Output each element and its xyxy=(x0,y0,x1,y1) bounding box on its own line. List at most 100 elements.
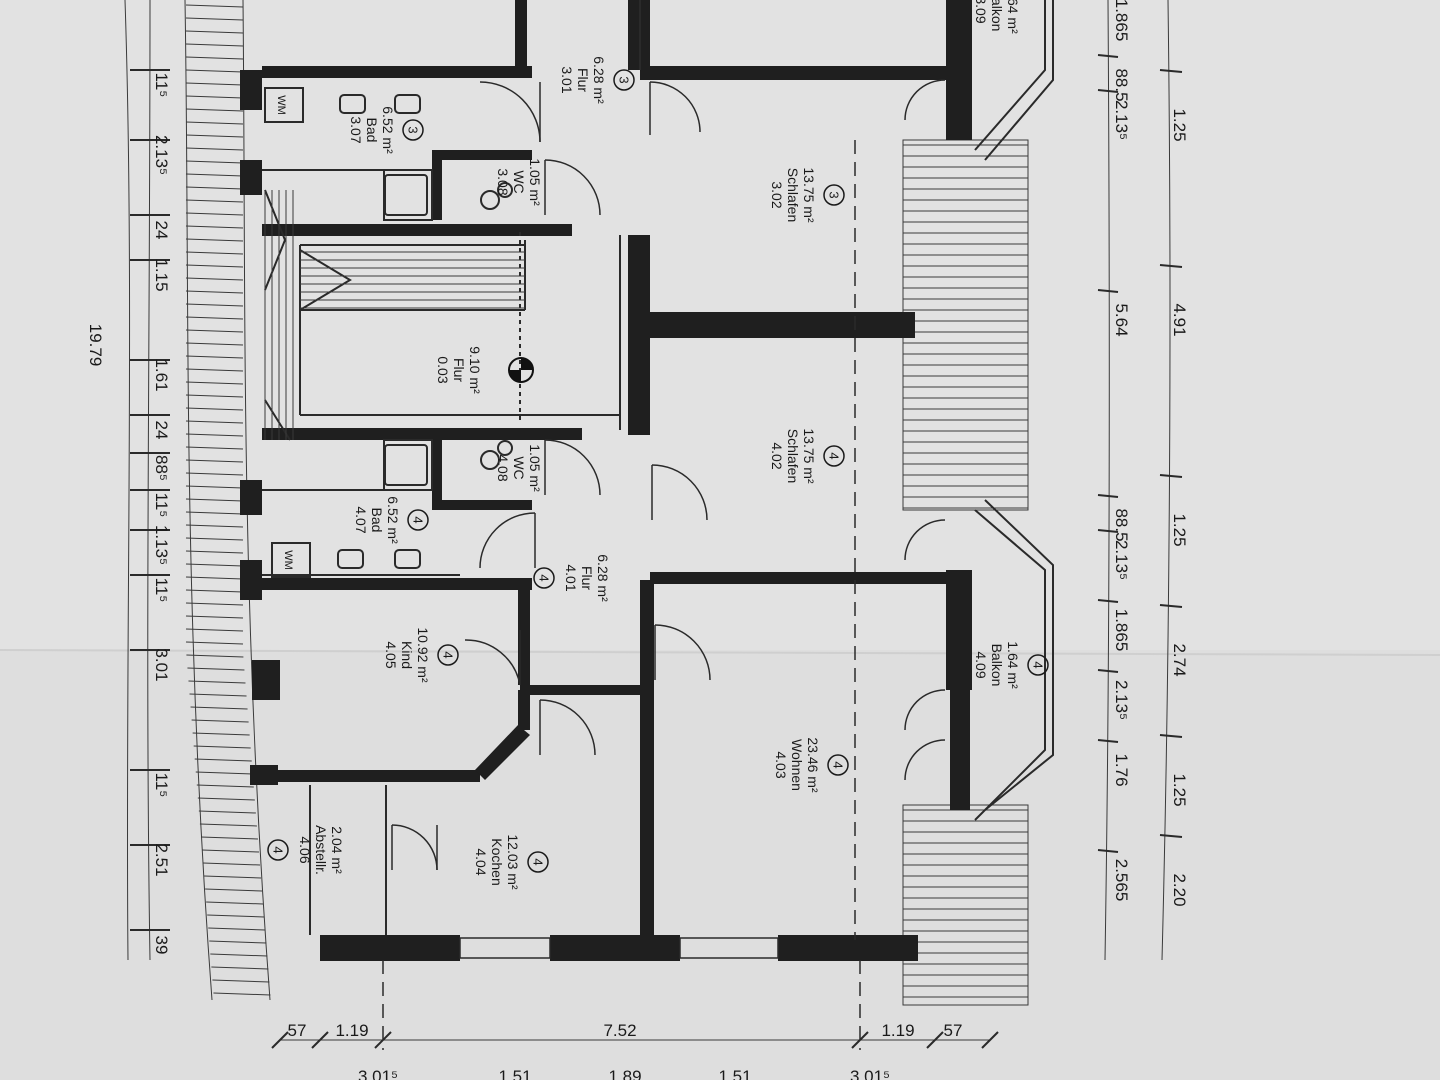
dim-left-9: 11⁵ xyxy=(152,578,171,603)
room-area: 6.52 m² xyxy=(380,106,396,154)
unit-marker: 4 xyxy=(827,754,849,776)
paper-fold-line xyxy=(0,649,1440,656)
room-number: 4.05 xyxy=(383,641,399,668)
unit-number: 3 xyxy=(406,126,421,133)
dim-left-10: 3.01 xyxy=(152,648,171,681)
unit-marker: 4 xyxy=(437,644,459,666)
room-name: Kochen xyxy=(489,838,505,885)
dim-left-7: 11⁵ xyxy=(152,493,171,518)
dim-left-12: 2.51 xyxy=(152,843,171,876)
unit-marker: 3 xyxy=(402,119,424,141)
room-number: 4.08 xyxy=(495,454,511,481)
unit-number: 4 xyxy=(411,516,426,523)
dim-bottom-cut-0: 3.01⁵ xyxy=(358,1067,398,1080)
unit-marker: 4 xyxy=(407,509,429,531)
room-name: Schlafen xyxy=(785,168,801,222)
room-number: 4.04 xyxy=(473,848,489,875)
room-number: 4.03 xyxy=(773,751,789,778)
dim-left-3: 1.15 xyxy=(152,258,171,291)
room-number: 4.01 xyxy=(563,564,579,591)
room-name: Wohnen xyxy=(789,739,805,791)
dim-right-a-6: 1.865 xyxy=(1112,609,1131,652)
unit-marker: 4 xyxy=(533,567,555,589)
room-number: 3.02 xyxy=(769,181,785,208)
dim-left-5: 24 xyxy=(152,421,171,440)
washing-machine-label: WM xyxy=(282,550,294,570)
unit-number: 3 xyxy=(827,191,842,198)
dim-bottom-2: 7.52 xyxy=(603,1021,636,1040)
dim-left-11: 11⁵ xyxy=(152,773,171,798)
room-area: 1.64 m² xyxy=(1005,0,1021,34)
room-name: WC xyxy=(511,170,527,193)
dim-right-a-1: 88.5 xyxy=(1112,68,1131,101)
dim-left-1: 2.13⁵ xyxy=(152,135,171,175)
unit-number: 4 xyxy=(1031,661,1046,668)
room-area: 2.04 m² xyxy=(329,826,345,874)
dim-right-a-3: 5.64 xyxy=(1112,303,1131,336)
room-number: 4.06 xyxy=(297,836,313,863)
room-area: 13.75 m² xyxy=(801,167,817,223)
dim-left-6: 88⁵ xyxy=(152,455,171,481)
room-area: 1.05 m² xyxy=(527,444,543,492)
dim-right-b-0: 1.25 xyxy=(1170,108,1189,141)
dim-bottom-3: 1.19 xyxy=(881,1021,914,1040)
dim-left-4: 1.61 xyxy=(152,358,171,391)
room-area: 6.52 m² xyxy=(385,496,401,544)
dim-left-13: 39 xyxy=(152,936,171,955)
room-area: 10.92 m² xyxy=(415,627,431,683)
dim-right-a-9: 2.565 xyxy=(1112,859,1131,902)
room-area: 6.28 m² xyxy=(595,554,611,602)
dim-right-b-4: 1.25 xyxy=(1170,773,1189,806)
dim-bottom-cut-3: 1.51 xyxy=(718,1067,751,1080)
room-name: Bad xyxy=(364,118,380,143)
unit-number: 4 xyxy=(531,858,546,865)
dim-bottom-4: 57 xyxy=(944,1021,963,1040)
washing-machine-label: WM xyxy=(275,95,287,115)
room-name: Flur xyxy=(575,68,591,92)
dim-left-8: 1.13⁵ xyxy=(152,525,171,565)
unit-marker: 3 xyxy=(823,184,845,206)
dim-bottom-0: 57 xyxy=(288,1021,307,1040)
bay-windows xyxy=(974,0,1054,821)
dim-bottom-cut-4: 3.01⁵ xyxy=(850,1067,890,1080)
unit-number: 4 xyxy=(537,574,552,581)
unit-number: 4 xyxy=(827,452,842,459)
room-name: Bad xyxy=(369,508,385,533)
dim-right-a-5: 2.13⁵ xyxy=(1112,540,1131,580)
room-name: Abstellr. xyxy=(313,825,329,875)
dim-left-0: 11⁵ xyxy=(152,73,171,98)
room-name: Balkon xyxy=(989,644,1005,687)
dim-bottom-cut-1: 1.51 xyxy=(498,1067,531,1080)
dimension-labels: 11⁵2.13⁵241.151.612488⁵11⁵1.13⁵11⁵3.0111… xyxy=(86,0,1189,1080)
dimension-ticks xyxy=(130,54,1183,1049)
dim-bottom-1: 1.19 xyxy=(335,1021,368,1040)
unit-marker: 4 xyxy=(527,851,549,873)
left-roof-hatching xyxy=(184,0,271,1001)
room-name: Balkon xyxy=(989,0,1005,31)
unit-number: 4 xyxy=(831,761,846,768)
room-number: 3.09 xyxy=(973,0,989,24)
room-number: 3.07 xyxy=(348,116,364,143)
room-area: 9.10 m² xyxy=(467,346,483,394)
room-number: 4.07 xyxy=(353,506,369,533)
room-name: Flur xyxy=(451,358,467,382)
dim-right-b-1: 4.91 xyxy=(1170,303,1189,336)
dim-right-b-5: 2.20 xyxy=(1170,873,1189,906)
unit-marker: 4 xyxy=(823,445,845,467)
room-area: 13.75 m² xyxy=(801,428,817,484)
sanitary-fixtures xyxy=(337,94,513,569)
room-name: Schlafen xyxy=(785,429,801,483)
